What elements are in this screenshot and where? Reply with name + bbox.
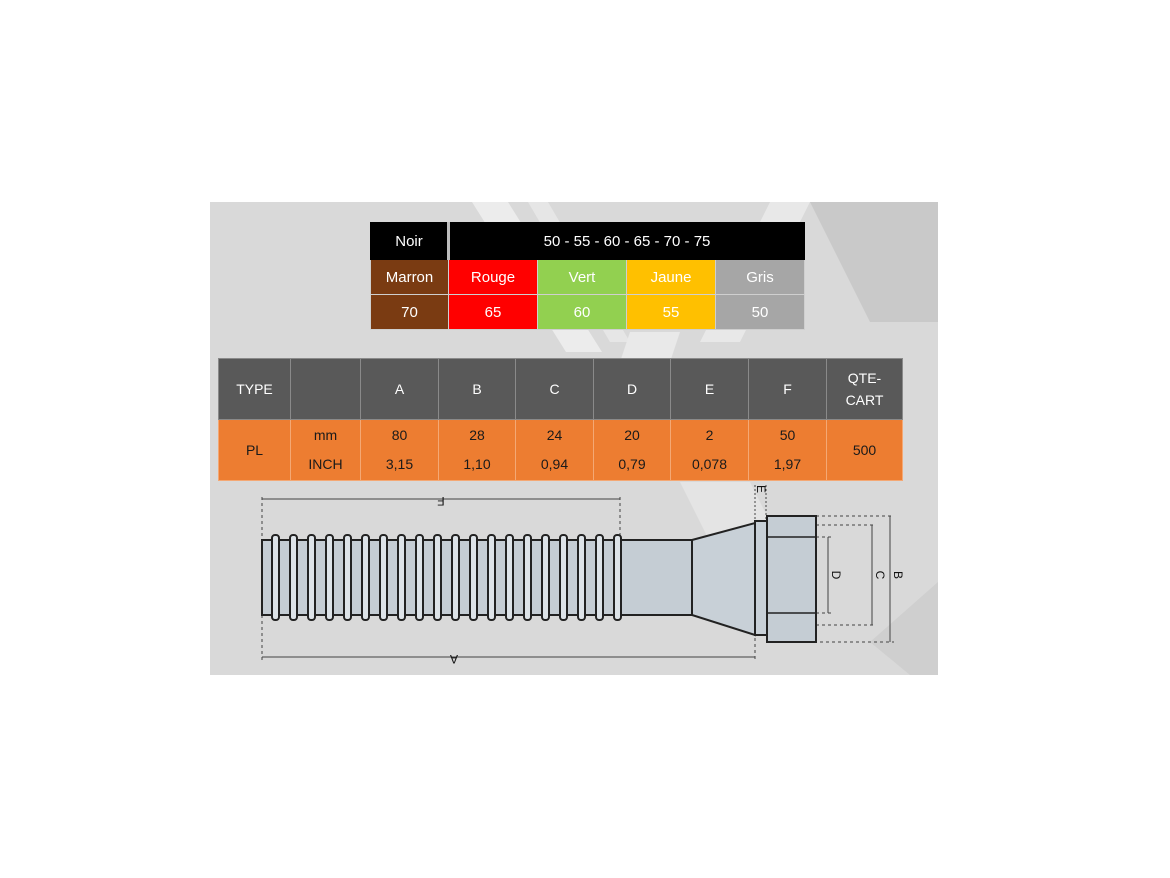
label-c: C	[873, 571, 887, 580]
label-e: E	[754, 485, 768, 493]
product-spec-panel: Noir 50 - 55 - 60 - 65 - 70 - 75 Marron …	[210, 202, 938, 675]
cell-d-mm: 20	[624, 427, 640, 443]
cell-f-mm: 50	[779, 427, 796, 443]
color-value-gris: 50	[714, 294, 806, 330]
header-c: C	[515, 358, 594, 420]
cell-f-inch: 1,97	[773, 456, 802, 472]
color-header-label: Noir	[370, 222, 450, 260]
color-value-marron: 70	[370, 294, 449, 330]
cell-e: 2 0,078	[670, 419, 749, 481]
cell-f: 50 1,97	[748, 419, 827, 481]
color-value-jaune: 55	[626, 294, 716, 330]
cell-e-inch: 0,078	[691, 456, 728, 472]
cell-type: PL	[218, 419, 291, 481]
header-e: E	[670, 358, 749, 420]
color-name-vert: Vert	[537, 259, 627, 295]
header-unit	[290, 358, 361, 420]
cell-qte: 500	[826, 419, 903, 481]
header-a: A	[360, 358, 439, 420]
cell-d: 20 0,79	[593, 419, 671, 481]
color-header-values: 50 - 55 - 60 - 65 - 70 - 75	[447, 222, 806, 260]
header-type: TYPE	[218, 358, 291, 420]
label-f: F	[437, 494, 444, 508]
unit-inch: INCH	[308, 456, 343, 472]
color-name-marron: Marron	[370, 259, 449, 295]
cell-b: 28 1,10	[438, 419, 516, 481]
dimension-labels: F A E D C B	[437, 485, 905, 666]
header-f: F	[748, 358, 827, 420]
bolt-shape	[261, 515, 817, 643]
header-b: B	[438, 358, 516, 420]
header-qte-cart: QTE- CART	[826, 358, 903, 420]
cell-a: 80 3,15	[360, 419, 439, 481]
header-d: D	[593, 358, 671, 420]
bolt-technical-drawing: F A E D C B	[261, 485, 905, 666]
cell-unit: mm INCH	[290, 419, 361, 481]
cell-c-inch: 0,94	[540, 456, 569, 472]
dimension-data-row: PL mm INCH 80 3,15 28 1,10 24 0,94 20 0,…	[218, 419, 903, 481]
dimension-lines	[261, 485, 894, 661]
header-qte-line2: CART	[845, 392, 884, 408]
header-qte-line1: QTE-	[847, 370, 882, 386]
cell-b-mm: 28	[469, 427, 485, 443]
cell-e-mm: 2	[705, 427, 714, 443]
color-name-rouge: Rouge	[448, 259, 538, 295]
color-value-vert: 60	[537, 294, 627, 330]
cell-b-inch: 1,10	[463, 456, 491, 472]
cell-c-mm: 24	[546, 427, 563, 443]
color-value-rouge: 65	[448, 294, 538, 330]
cell-a-inch: 3,15	[385, 456, 414, 472]
label-b: B	[891, 571, 905, 579]
dimension-header-row: TYPE A B C D E F QTE- CART	[218, 358, 903, 420]
cell-d-inch: 0,79	[618, 456, 646, 472]
label-a: A	[450, 652, 458, 666]
color-name-jaune: Jaune	[626, 259, 716, 295]
cell-a-mm: 80	[391, 427, 408, 443]
label-d: D	[829, 571, 843, 580]
color-name-gris: Gris	[714, 259, 806, 295]
unit-mm: mm	[313, 427, 338, 443]
dimension-table: TYPE A B C D E F QTE- CART PL mm INCH 80…	[218, 358, 903, 481]
color-table: Noir 50 - 55 - 60 - 65 - 70 - 75 Marron …	[370, 222, 806, 330]
cell-c: 24 0,94	[515, 419, 594, 481]
